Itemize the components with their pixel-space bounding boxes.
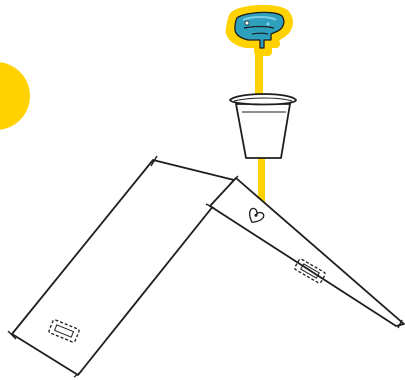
dashed-box-marker-right xyxy=(294,258,326,284)
left-ramp-plank[interactable] xyxy=(7,155,239,378)
dashed-box-marker-left xyxy=(48,319,80,343)
water-dispenser-icon[interactable] xyxy=(225,5,293,56)
liquid-stream-upper xyxy=(255,46,263,98)
yellow-ball[interactable] xyxy=(0,62,30,130)
paper-cup[interactable] xyxy=(228,93,297,159)
liquid-stream-lower xyxy=(258,158,265,224)
right-ramp-plank[interactable] xyxy=(205,177,405,329)
heart-marker xyxy=(249,207,265,223)
